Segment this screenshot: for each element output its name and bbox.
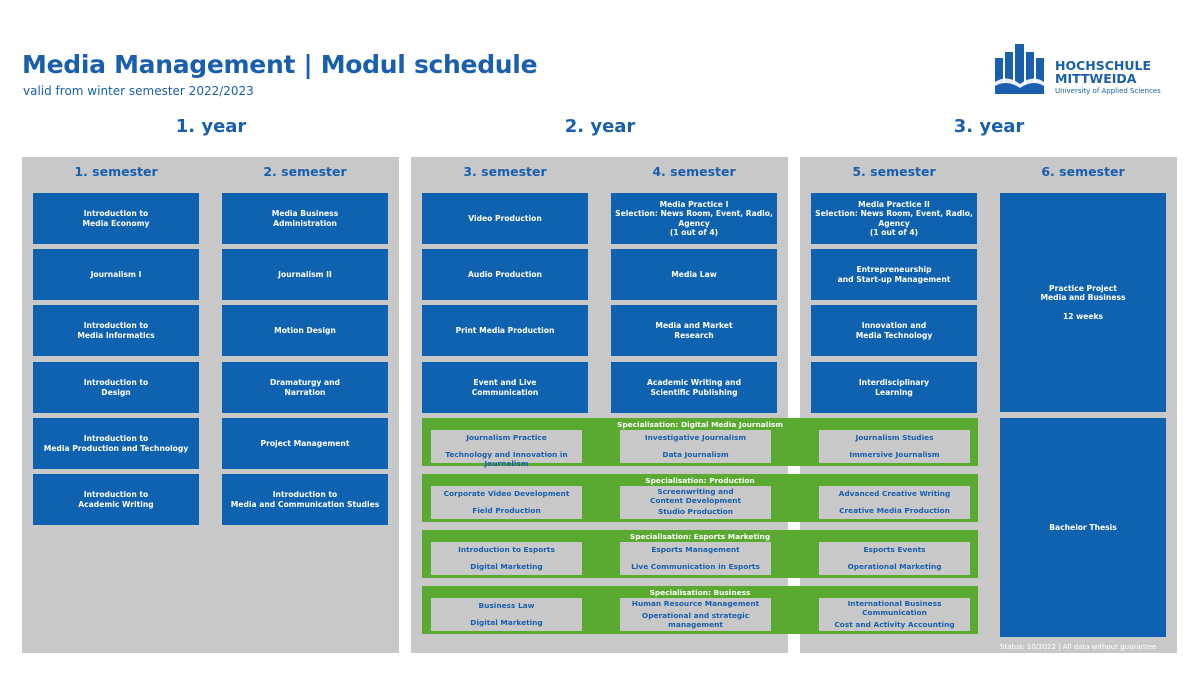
specialisation-group[interactable]: Journalism Studies Immersive Journalism xyxy=(819,430,970,463)
module-box[interactable]: Media Law xyxy=(611,249,777,300)
module-box[interactable]: Introduction to Media Informatics xyxy=(33,305,199,356)
specialisation-title: Specialisation: Esports Marketing xyxy=(629,532,771,541)
specialisation-module: International Business Communication xyxy=(847,599,942,617)
module-box[interactable]: Academic Writing and Scientific Publishi… xyxy=(611,362,777,413)
specialisation-module: Esports Events xyxy=(863,545,926,554)
module-box[interactable]: Journalism I xyxy=(33,249,199,300)
module-box[interactable]: Media Business Administration xyxy=(222,193,388,244)
module-box[interactable]: Journalism II xyxy=(222,249,388,300)
specialisation-group[interactable]: Business Law Digital Marketing xyxy=(431,598,582,631)
module-box[interactable]: Introduction to Media and Communication … xyxy=(222,474,388,525)
bachelor-thesis-box[interactable]: Bachelor Thesis xyxy=(1000,418,1166,637)
specialisation-group[interactable]: Esports Management Live Communication in… xyxy=(620,542,771,575)
page-subtitle: valid from winter semester 2022/2023 xyxy=(23,84,254,98)
specialisation-module: Introduction to Esports xyxy=(458,545,555,554)
specialisation-module: Investigative Journalism xyxy=(644,433,747,442)
specialisation-module: Live Communication in Esports xyxy=(631,562,760,571)
module-box[interactable]: Print Media Production xyxy=(422,305,588,356)
semester-1-label: 1. semester xyxy=(74,164,158,179)
practice-project-box[interactable]: Practice Project Media and Business 12 w… xyxy=(1000,193,1166,412)
specialisation-module: Digital Marketing xyxy=(470,618,543,627)
year-2-label: 2. year xyxy=(564,116,636,137)
page-title: Media Management | Modul schedule xyxy=(22,50,538,79)
specialisation-module: Operational and strategic management xyxy=(641,611,750,629)
module-box[interactable]: Media Practice II Selection: News Room, … xyxy=(811,193,977,244)
year-1-label: 1. year xyxy=(175,116,247,137)
module-box[interactable]: Introduction to Media Production and Tec… xyxy=(33,418,199,469)
specialisation-module: Data Journalism xyxy=(662,450,729,459)
specialisation-module: Technology and Innovation in Journalism xyxy=(445,450,568,468)
module-box[interactable]: Introduction to Design xyxy=(33,362,199,413)
semester-6-label: 6. semester xyxy=(1041,164,1125,179)
specialisation-group[interactable]: Investigative Journalism Data Journalism xyxy=(620,430,771,463)
module-box[interactable]: Introduction to Academic Writing xyxy=(33,474,199,525)
specialisation-module: Digital Marketing xyxy=(470,562,543,571)
semester-2-label: 2. semester xyxy=(263,164,347,179)
specialisation-module: Operational Marketing xyxy=(847,562,942,571)
logo-line-3: University of Applied Sciences xyxy=(1055,87,1161,95)
year-3-label: 3. year xyxy=(953,116,1025,137)
semester-3-label: 3. semester xyxy=(463,164,547,179)
specialisation-module: Cost and Activity Accounting xyxy=(834,620,955,629)
university-logo: HOCHSCHULE MITTWEIDA University of Appli… xyxy=(993,44,1163,100)
module-box[interactable]: Introduction to Media Economy xyxy=(33,193,199,244)
module-box[interactable]: Media and Market Research xyxy=(611,305,777,356)
specialisation-title: Specialisation: Digital Media Journalism xyxy=(617,420,783,429)
specialisation-module: Corporate Video Development xyxy=(443,489,570,498)
specialisation-module: Advanced Creative Writing xyxy=(838,489,951,498)
specialisation-module: Esports Management xyxy=(651,545,740,554)
specialisation-group[interactable]: Advanced Creative Writing Creative Media… xyxy=(819,486,970,519)
semester-5-label: 5. semester xyxy=(852,164,936,179)
logo-line-1: HOCHSCHULE xyxy=(1055,58,1152,73)
specialisation-module: Creative Media Production xyxy=(839,506,950,515)
specialisation-module: Immersive Journalism xyxy=(849,450,940,459)
specialisation-module: Journalism Studies xyxy=(855,433,934,442)
specialisation-group[interactable]: Corporate Video Development Field Produc… xyxy=(431,486,582,519)
specialisation-title: Specialisation: Business xyxy=(649,588,751,597)
specialisation-esports-marketing: Specialisation: Esports Marketing Introd… xyxy=(422,530,978,578)
module-box[interactable]: Media Practice I Selection: News Room, E… xyxy=(611,193,777,244)
module-box[interactable]: Audio Production xyxy=(422,249,588,300)
specialisation-module: Field Production xyxy=(472,506,541,515)
specialisation-group[interactable]: Esports Events Operational Marketing xyxy=(819,542,970,575)
specialisation-group[interactable]: Journalism Practice Technology and Innov… xyxy=(431,430,582,467)
module-box[interactable]: Motion Design xyxy=(222,305,388,356)
module-box[interactable]: Video Production xyxy=(422,193,588,244)
logo-line-2: MITTWEIDA xyxy=(1055,71,1137,86)
specialisation-digital-media-journalism: Specialisation: Digital Media Journalism… xyxy=(422,418,978,467)
specialisation-production: Specialisation: Production Corporate Vid… xyxy=(422,474,978,522)
specialisation-title: Specialisation: Production xyxy=(645,476,755,485)
specialisation-business: Specialisation: Business Business Law Di… xyxy=(422,586,978,634)
module-box[interactable]: Event and Live Communication xyxy=(422,362,588,413)
module-box[interactable]: Innovation and Media Technology xyxy=(811,305,977,356)
specialisation-group[interactable]: International Business Communication Cos… xyxy=(819,598,970,631)
specialisation-module: Human Resource Management xyxy=(631,599,760,608)
module-box[interactable]: Interdisciplinary Learning xyxy=(811,362,977,413)
module-box[interactable]: Project Management xyxy=(222,418,388,469)
module-box[interactable]: Dramaturgy and Narration xyxy=(222,362,388,413)
specialisation-group[interactable]: Human Resource Management Operational an… xyxy=(620,598,771,631)
logo-book-icon xyxy=(995,44,1044,94)
specialisation-module: Business Law xyxy=(478,601,535,610)
status-note: Status: 10/2022 | All data without guara… xyxy=(1000,643,1157,651)
specialisation-module: Journalism Practice xyxy=(466,433,547,442)
module-box[interactable]: Entrepreneurship and Start-up Management xyxy=(811,249,977,300)
specialisation-group[interactable]: Introduction to Esports Digital Marketin… xyxy=(431,542,582,575)
semester-4-label: 4. semester xyxy=(652,164,736,179)
specialisation-module: Screenwriting and Content Development xyxy=(649,487,742,505)
specialisation-module: Studio Production xyxy=(657,507,734,516)
specialisation-group[interactable]: Screenwriting and Content Development St… xyxy=(620,486,771,519)
